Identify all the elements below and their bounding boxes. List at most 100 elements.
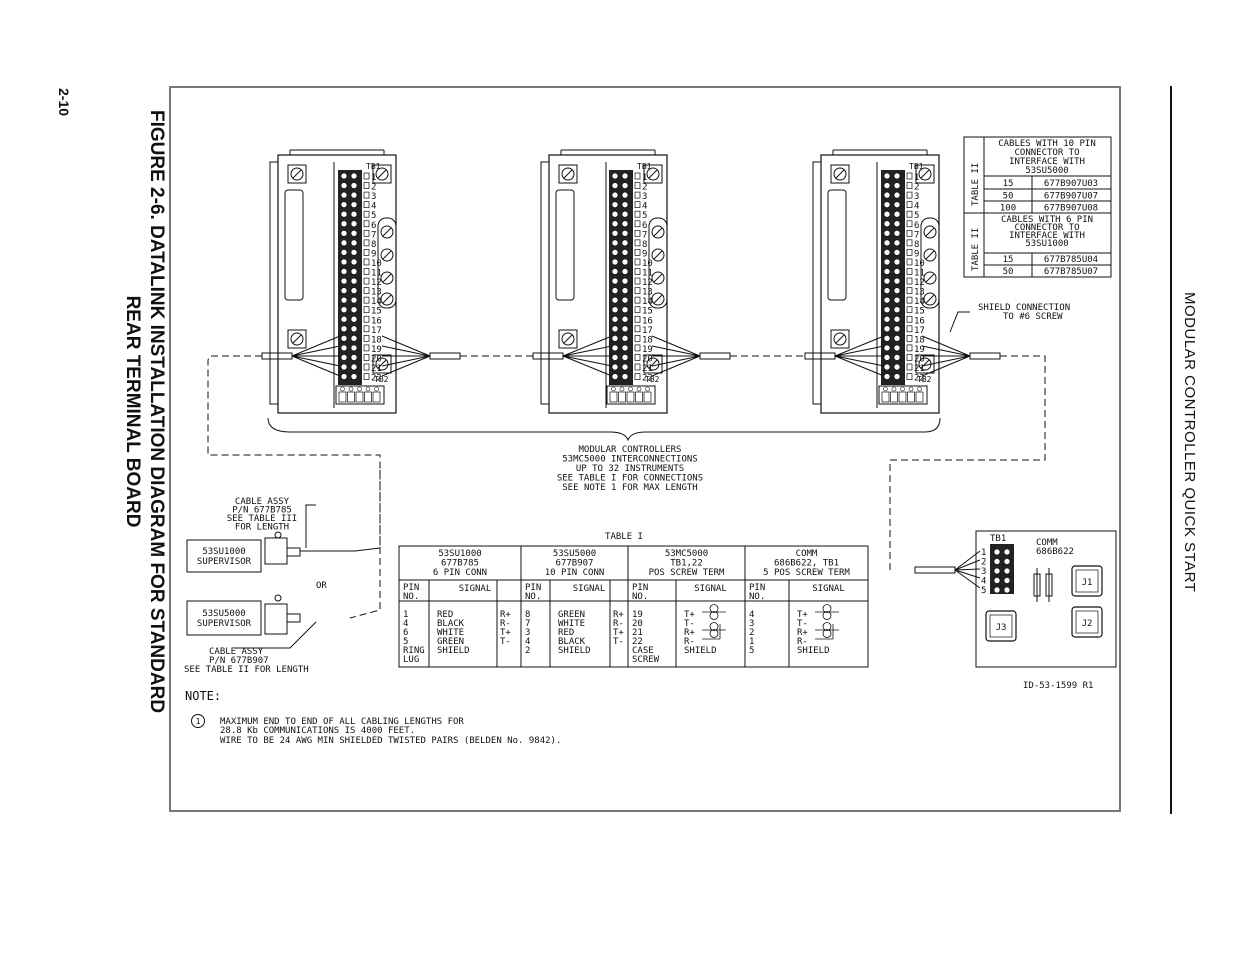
table2-s1-len-3: 100	[1000, 204, 1016, 214]
table2-s2-header-line-4: 53SU1000	[1025, 239, 1068, 249]
terminal-screw-5	[611, 210, 619, 218]
table2-s1-len-2: 50	[1003, 191, 1014, 201]
corner-screw	[915, 164, 935, 184]
table1-group-2-code-line-1: R+	[613, 610, 624, 620]
table1-group-2-signal-line-5: SHIELD	[558, 646, 591, 656]
jack-j1-label: J1	[1082, 578, 1093, 588]
modular-note-line-2: 53MC5000 INTERCONNECTIONS	[562, 455, 697, 465]
terminal-screw-9	[340, 249, 348, 256]
table1-group-1-pin-line-2: 4	[403, 619, 408, 629]
table1-group-2-pin-line-3: 3	[525, 628, 530, 638]
terminal-screw-1	[611, 172, 619, 180]
ring-lug-2	[274, 594, 282, 602]
mounting-screw	[287, 329, 307, 349]
screw-column	[920, 217, 940, 309]
connector-slot	[555, 189, 575, 301]
terminal-screw-8	[883, 239, 891, 247]
table1-group-2-code-line-4: T-	[613, 637, 624, 647]
tb2-block	[878, 385, 928, 405]
terminal-screw-19	[883, 344, 891, 352]
terminal-screw-9	[883, 249, 891, 256]
note-number: 1	[196, 717, 201, 726]
terminal-screw-19	[611, 344, 619, 352]
bus-cabling	[207, 311, 1046, 649]
terminal-screw-22	[611, 373, 619, 380]
corner-screw	[372, 164, 392, 184]
terminal-strip	[609, 170, 633, 385]
tb2-block	[606, 385, 656, 405]
terminal-screw-4	[611, 201, 619, 208]
terminal-label-10: 10	[914, 259, 925, 269]
terminal-screw-20	[611, 354, 619, 361]
table1-group-4-pin-head-line-1: PIN	[749, 583, 765, 593]
table1-group-2-pin-line-4: 4	[525, 637, 530, 647]
mounting-screw	[830, 329, 850, 349]
cable-assy-top-line-4: FOR LENGTH	[235, 523, 289, 533]
comm-terminal-3	[993, 567, 1001, 575]
terminal-label-8: 8	[914, 240, 919, 250]
terminal-label-7: 7	[914, 230, 919, 240]
table1-group-3-signal-line-3: R+	[684, 628, 695, 638]
controllers-group: 12345678910111213141516171819202122TB1TB…	[269, 149, 940, 414]
tb2-label: TB2	[645, 375, 660, 384]
table1-group-3-pin-head-line-2: NO.	[632, 592, 648, 602]
terminal-label-16: 16	[914, 316, 925, 326]
terminal-label-5: 5	[914, 211, 919, 221]
comm-terminal-label-4: 4	[981, 577, 986, 587]
terminal-label-10: 10	[642, 259, 653, 269]
table1-group-4-header-line-2: 686B622, TB1	[774, 559, 839, 569]
table1-group-3-signal-line-4: R-	[684, 637, 695, 647]
table1-group-4-signal-line-5: SHIELD	[797, 646, 830, 656]
right-bus-dash	[889, 355, 1046, 570]
terminal-label-13: 13	[371, 288, 382, 298]
note-line-3: WIRE TO BE 24 AWG MIN SHIELDED TWISTED P…	[220, 736, 561, 746]
terminal-label-18: 18	[914, 335, 925, 345]
cable-assy-top-line-3: SEE TABLE III	[227, 514, 297, 524]
terminal-screw-11	[883, 268, 891, 275]
fan-1	[291, 335, 341, 377]
table2-s2-pn-1: 677B785U04	[1044, 255, 1098, 265]
table2-s1-header-line-2: CONNECTOR TO	[1014, 148, 1079, 158]
table1-group-1-code-line-2: R-	[500, 619, 511, 629]
cable-assy-bottom-line-2: P/N 677B907	[209, 656, 269, 666]
controller-1: 12345678910111213141516171819202122TB1TB…	[269, 149, 397, 414]
terminal-label-5: 5	[371, 211, 376, 221]
table2-side-label-1: TABLE II	[971, 163, 981, 206]
controller-brace	[267, 417, 941, 442]
terminal-screw-1	[883, 172, 891, 180]
table2-s2-header-line-1: CABLES WITH 6 PIN	[1001, 215, 1093, 225]
mounting-screw	[558, 164, 578, 184]
terminal-screw-15	[611, 306, 619, 314]
table1-group-4-pin-line-1: 4	[749, 610, 754, 620]
fan-3	[562, 335, 613, 377]
terminal-label-2: 2	[371, 183, 376, 193]
table1-group-1-signal-line-5: SHIELD	[437, 646, 470, 656]
terminal-screw-17	[883, 325, 891, 333]
tb2-block	[335, 385, 385, 405]
table1-group-4-signal-line-3: R+	[797, 628, 808, 638]
terminal-screw-11	[611, 268, 619, 275]
terminal-label-16: 16	[371, 316, 382, 326]
table1-group-4-pin-line-4: 1	[749, 637, 754, 647]
table1-group-3-signal-line-2: T-	[684, 619, 695, 629]
modular-note-line-4: SEE TABLE I FOR CONNECTIONS	[557, 474, 703, 484]
terminal-label-4: 4	[914, 202, 919, 212]
terminal-screw-10	[340, 258, 348, 266]
table2-s1-header-line-4: 53SU5000	[1025, 166, 1068, 176]
table2-side-label-2: TABLE II	[971, 228, 981, 271]
terminal-label-13: 13	[914, 288, 925, 298]
tb2-label: TB2	[374, 375, 389, 384]
terminal-screw-3	[611, 191, 619, 199]
comm-title-line-2: 686B622	[1036, 547, 1074, 557]
comm-terminal-label-3: 3	[981, 567, 986, 577]
cable-jacket-6	[969, 352, 1001, 360]
terminal-label-11: 11	[914, 269, 925, 279]
table1-group-4-header-line-3: 5 POS SCREW TERM	[763, 568, 850, 578]
terminal-screw-18	[340, 335, 348, 342]
